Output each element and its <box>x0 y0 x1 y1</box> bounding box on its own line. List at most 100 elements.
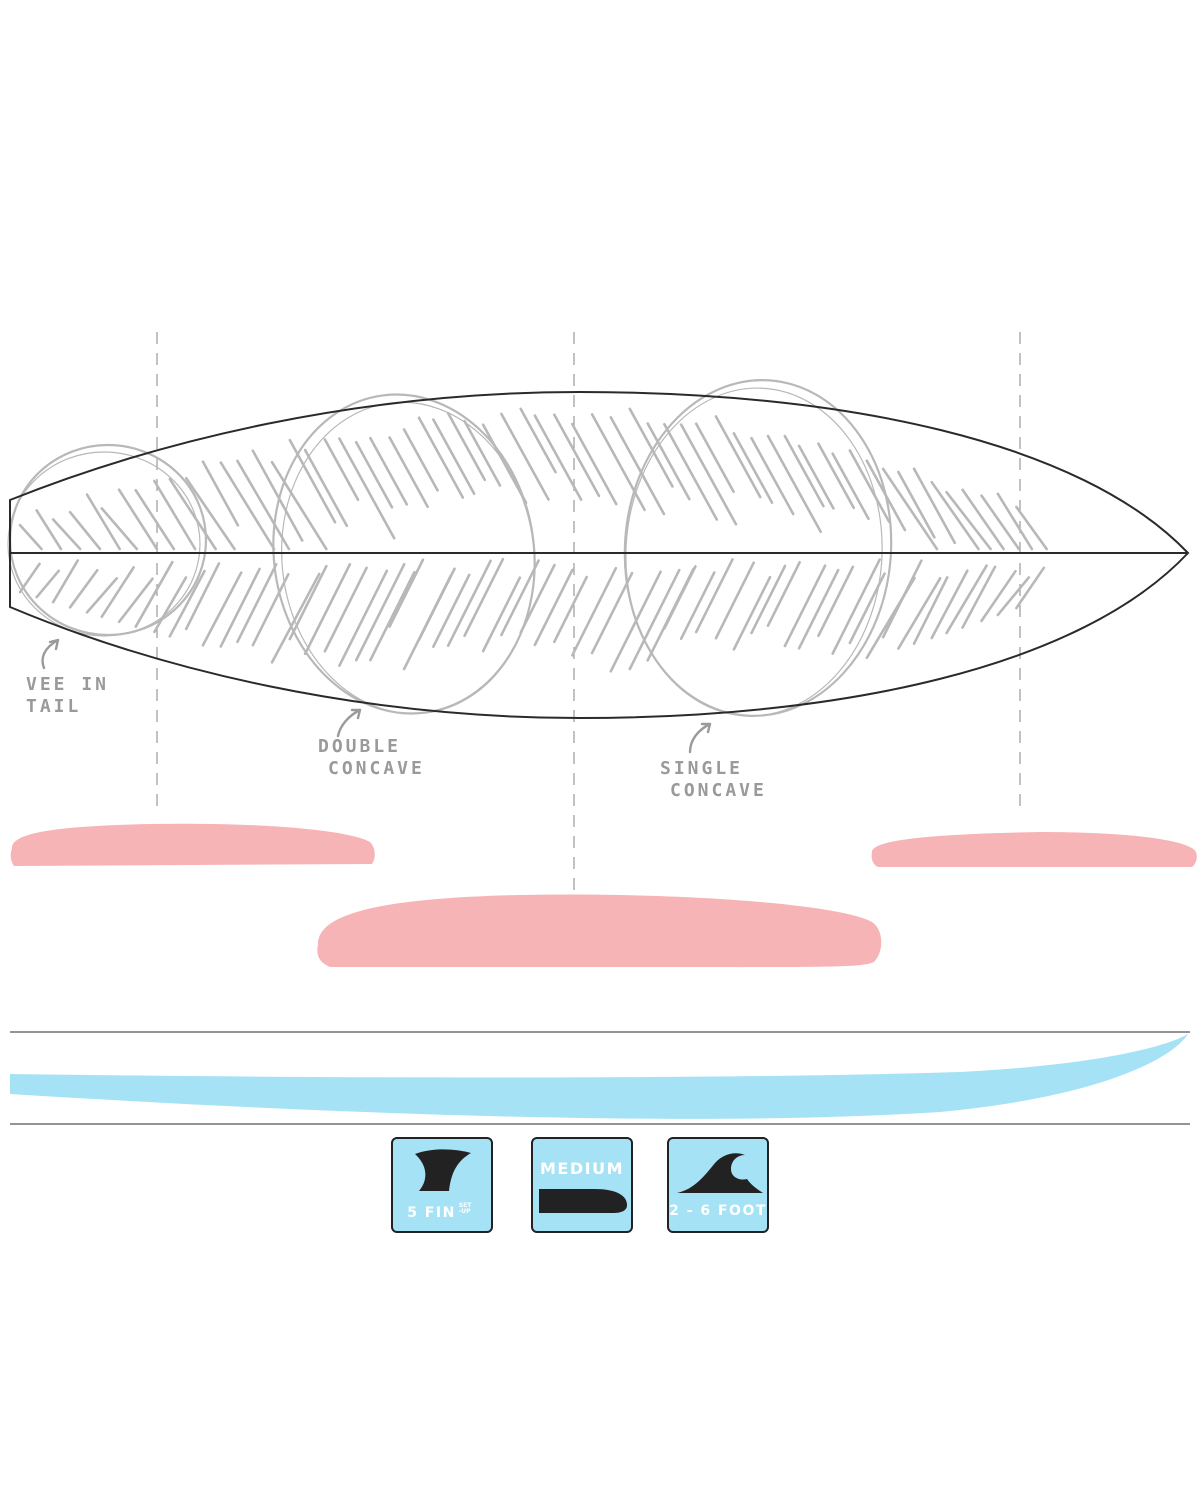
annotation-single-concave-line1: SINGLE <box>660 758 744 779</box>
annotation-double-concave: DOUBLE CONCAVE <box>318 736 425 780</box>
hatch-stroke <box>85 493 122 551</box>
hatch-stroke <box>590 571 634 655</box>
hatch-stroke <box>694 422 735 494</box>
hatch-stroke <box>303 563 352 656</box>
hatch-stroke <box>881 559 923 639</box>
hatch-stroke <box>961 488 1005 551</box>
hatch-stroke <box>646 422 691 501</box>
hatch-stroke <box>117 577 154 624</box>
annotation-double-concave-line1: DOUBLE <box>318 736 402 757</box>
hatch-stroke <box>201 460 240 527</box>
hatch-stroke <box>912 467 957 545</box>
hatch-stroke <box>553 575 589 644</box>
hatch-stroke <box>35 509 63 551</box>
hatch-stroke <box>996 576 1031 617</box>
hatch-stroke <box>18 523 43 551</box>
hatch-stroke <box>663 422 719 521</box>
hatch-stroke <box>628 407 674 488</box>
hatch-stroke <box>270 460 328 551</box>
fin-icon <box>415 1149 471 1191</box>
section-guides <box>156 332 1021 890</box>
hatch-stroke <box>750 564 787 635</box>
rail-profiles <box>10 823 1197 968</box>
hatch-stroke <box>609 416 666 516</box>
hatch-stroke <box>797 444 835 510</box>
annotation-vee-in-tail-line1: VEE IN <box>26 674 110 695</box>
hatch-stroke <box>184 562 221 631</box>
hatch-stroke <box>663 565 697 630</box>
hatch-stroke <box>134 560 174 628</box>
hatch-stroke <box>766 560 801 627</box>
hatch-stroke <box>817 565 855 638</box>
medium-rail-icon <box>539 1189 627 1213</box>
fin-setup-sup-line1: SET <box>458 1202 472 1209</box>
rail-profile-center <box>317 894 882 968</box>
hatch-stroke <box>219 567 261 648</box>
hatch-stroke <box>694 558 734 634</box>
hatch-stroke <box>402 428 439 492</box>
hatch-stroke <box>369 436 409 506</box>
hatch-stroke <box>783 434 825 508</box>
hatch-stroke <box>446 559 492 647</box>
hatch-stroke <box>134 488 176 551</box>
hatch-stroke <box>417 567 456 642</box>
board-outline <box>9 390 1190 720</box>
hatch-stroke <box>980 494 1021 551</box>
annotation-double-concave-line2: CONCAVE <box>328 758 425 779</box>
annotation-single-concave: SINGLE CONCAVE <box>660 758 767 802</box>
hatch-stroke <box>100 507 139 551</box>
hatch-stroke <box>354 562 406 662</box>
rocker-profile <box>10 1031 1190 1125</box>
annotation-single-concave-line2: CONCAVE <box>670 780 767 801</box>
annotation-vee-in-tail: VEE IN TAIL <box>26 674 109 718</box>
hatch-stroke <box>500 559 540 637</box>
hatch-stroke <box>68 568 99 609</box>
hatch-stroke <box>303 448 349 528</box>
hatch-stroke <box>236 562 278 644</box>
hatch-stroke <box>432 418 476 496</box>
hatch-stroke <box>236 459 291 551</box>
arrow-double-concave <box>336 708 362 738</box>
hatch-stroke <box>100 566 135 619</box>
hatch-stroke <box>323 566 368 653</box>
hatch-stroke <box>85 577 119 614</box>
hatch-stroke <box>354 441 394 509</box>
hatch-stroke <box>679 571 716 641</box>
hatch-stroke <box>766 434 822 534</box>
rocker-shape <box>10 1034 1188 1119</box>
arrow-single-concave <box>688 722 712 754</box>
hatch-stroke <box>912 576 949 645</box>
annotation-vee-in-tail-line2: TAIL <box>26 696 82 717</box>
hatch-stroke <box>533 414 583 501</box>
hatch-stroke <box>980 569 1017 623</box>
hatch-stroke <box>750 436 795 516</box>
flex-badge: MEDIUM <box>531 1137 633 1233</box>
hatch-stroke <box>996 492 1034 551</box>
hatch-stroke <box>463 557 505 638</box>
hatch-stroke <box>533 568 574 647</box>
fin-setup-superscript: SET-UP <box>458 1202 472 1215</box>
hatch-stroke <box>35 569 61 599</box>
hatch-stroke <box>51 559 80 604</box>
hatch-stroke <box>338 569 389 667</box>
hatch-stroke <box>519 407 557 474</box>
hatch-stroke <box>945 490 992 551</box>
hatch-stroke <box>463 419 502 487</box>
flex-label: MEDIUM <box>540 1159 624 1178</box>
hatch-stroke <box>831 558 881 655</box>
bottom-contour-hatching <box>18 407 1048 673</box>
hatch-stroke <box>323 438 360 502</box>
hatch-stroke <box>117 488 159 551</box>
hatch-stroke <box>848 449 891 523</box>
hatch-stroke <box>570 566 618 657</box>
hatch-stroke <box>251 573 290 647</box>
hatch-stroke <box>153 576 188 634</box>
hatch-stroke <box>432 573 471 648</box>
hatch-stroke <box>288 564 328 641</box>
hatch-stroke <box>881 467 939 551</box>
hatch-stroke <box>168 477 217 551</box>
hatch-stroke <box>714 561 756 640</box>
